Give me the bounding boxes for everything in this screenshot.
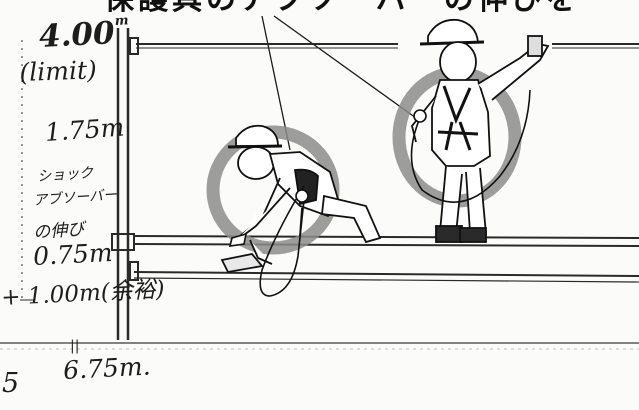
dimension-ticks	[20, 40, 34, 301]
extension-annotation: 0.75m	[32, 237, 114, 271]
total-annotation: 6.75m.	[62, 351, 152, 385]
upper-guard-rail	[136, 43, 639, 49]
shock-absorber-label-1: ショック	[36, 165, 94, 186]
worker-crouching-icon	[220, 124, 382, 274]
height-value: 4.00	[38, 15, 116, 56]
lanyard-lines	[259, 89, 531, 297]
limit-annotation: (limit)	[18, 55, 98, 87]
equals-mark: ||	[70, 338, 80, 354]
height-unit: m	[114, 13, 130, 30]
lanyard-hook-icon	[228, 109, 427, 247]
worker-standing-icon	[411, 18, 550, 243]
caption-title: 保護具のアブソーバーの伸びを	[104, 0, 580, 18]
scaffold-post	[116, 28, 139, 340]
corner-mark: 5	[2, 368, 20, 399]
free-fall-annotation: 1.75m	[43, 112, 126, 147]
height-annotation: 4.00m	[38, 13, 130, 55]
work-platform	[111, 233, 639, 283]
safety-harness-icon	[437, 85, 479, 151]
